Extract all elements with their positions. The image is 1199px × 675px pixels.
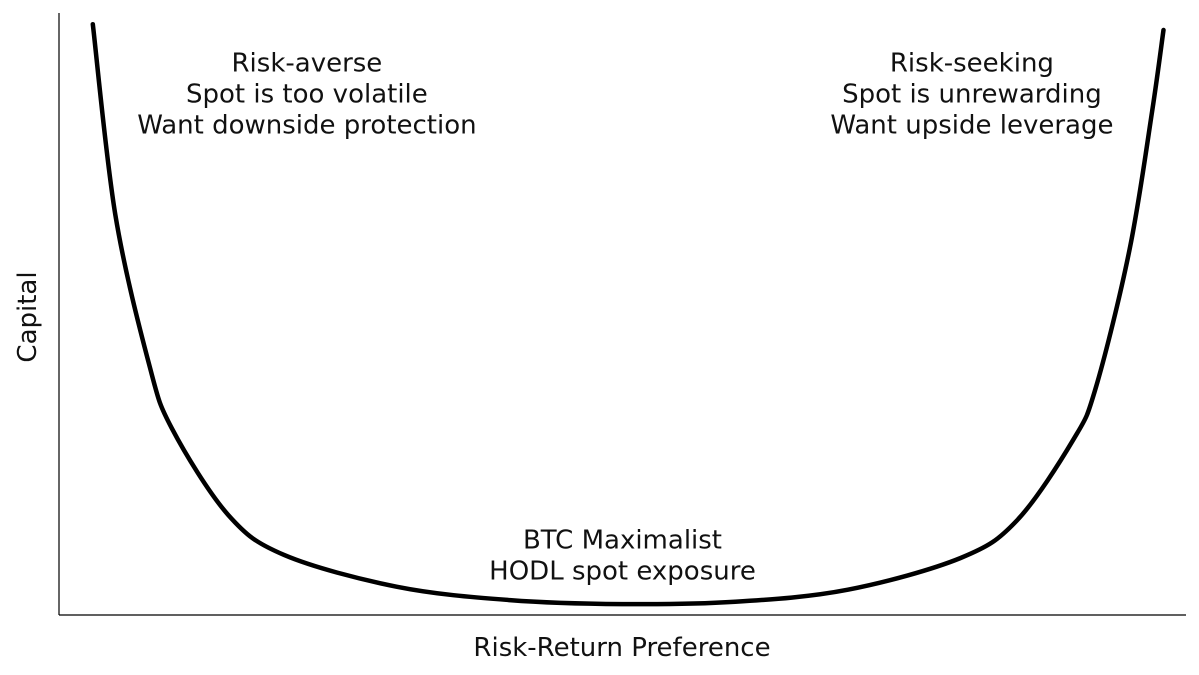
- annotation-2-line-0: BTC Maximalist: [523, 526, 722, 556]
- u-curve-line: [90, 21, 1166, 607]
- annotation-1-line-0: Risk-seeking: [890, 49, 1054, 79]
- annotation-0-line-0: Risk-averse: [231, 49, 382, 79]
- annotation-0-line-2: Want downside protection: [137, 111, 476, 141]
- annotation-2-line-1: HODL spot exposure: [489, 557, 756, 587]
- y-axis-label: Capital: [13, 271, 43, 362]
- x-axis-label: Risk-Return Preference: [473, 633, 770, 663]
- annotation-1-line-1: Spot is unrewarding: [842, 80, 1102, 110]
- annotation-1-line-2: Want upside leverage: [830, 111, 1113, 141]
- annotation-0-line-1: Spot is too volatile: [186, 80, 428, 110]
